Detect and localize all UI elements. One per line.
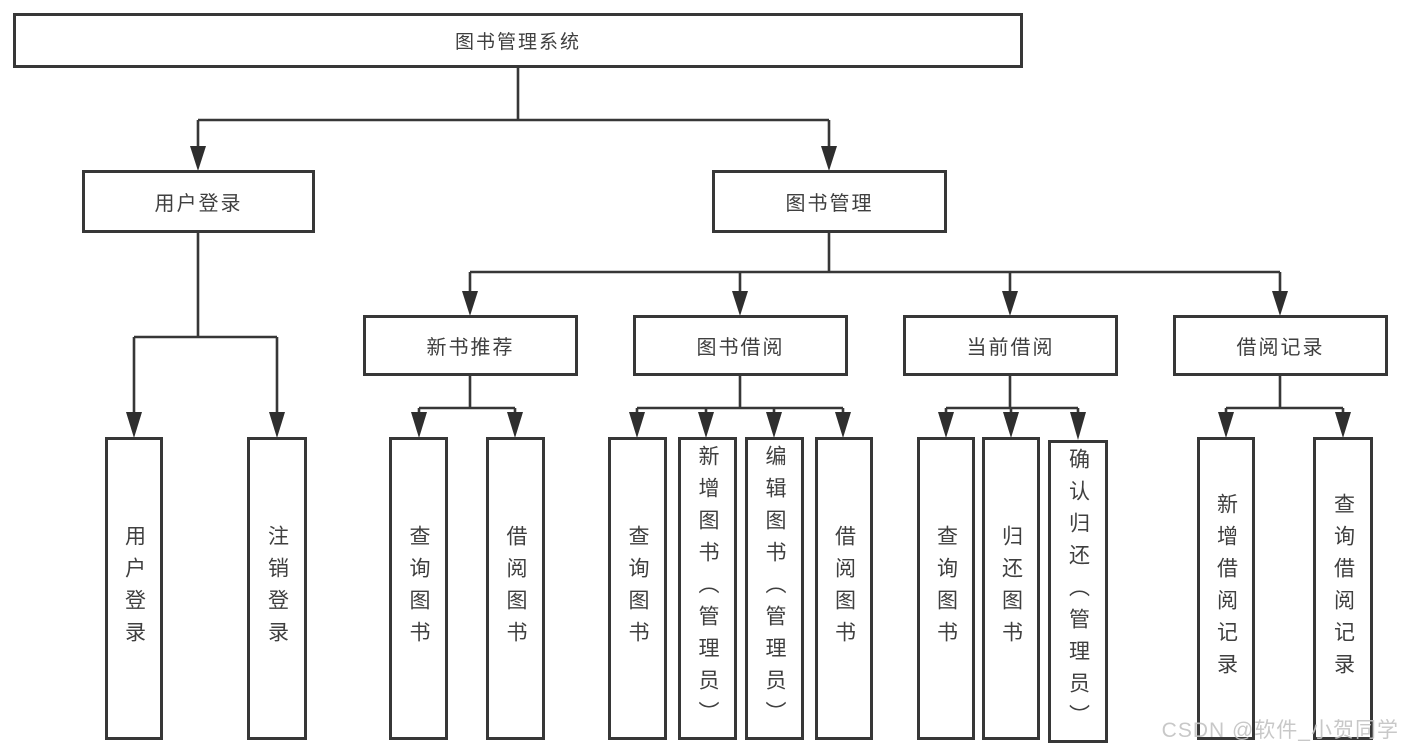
leaf-label: 编辑图书（管理员） [763,444,786,733]
leaf-query-books-current: 查询图书 [917,437,975,740]
leaf-add-books-admin: 新增图书（管理员） [678,437,737,740]
leaf-label: 查询借阅记录 [1331,492,1355,685]
node-label: 新书推荐 [426,337,515,359]
node-book-management: 图书管理 [712,170,947,233]
node-label: 借阅记录 [1236,337,1325,359]
leaf-label: 新增借阅记录 [1214,492,1238,685]
leaf-borrow-books-recommend: 借阅图书 [486,437,545,740]
leaf-return-books: 归还图书 [982,437,1040,740]
node-label: 用户登录 [154,193,243,215]
leaf-label: 借阅图书 [832,524,856,653]
leaf-label: 用户登录 [122,524,146,653]
node-new-book-recommendation: 新书推荐 [363,315,578,376]
node-library-management-system: 图书管理系统 [13,13,1023,68]
node-book-borrowing: 图书借阅 [633,315,848,376]
leaf-label: 查询图书 [934,524,958,653]
csdn-watermark: CSDN @软件_小贺同学 [1161,719,1399,742]
leaf-label: 确认归还（管理员） [1066,447,1090,736]
leaf-label: 归还图书 [999,524,1023,653]
leaf-query-borrow-record: 查询借阅记录 [1313,437,1373,740]
node-current-borrowing: 当前借阅 [903,315,1118,376]
leaf-user-login: 用户登录 [105,437,163,740]
leaf-label: 查询图书 [407,524,430,653]
node-user-login: 用户登录 [82,170,315,233]
leaf-confirm-return-admin: 确认归还（管理员） [1048,440,1108,743]
leaf-edit-books-admin: 编辑图书（管理员） [745,437,804,740]
leaf-label: 查询图书 [626,524,649,653]
node-borrowing-records: 借阅记录 [1173,315,1388,376]
node-label: 图书借阅 [696,337,785,359]
node-label: 图书管理 [785,193,874,215]
leaf-logout: 注销登录 [247,437,307,740]
leaf-label: 注销登录 [265,524,289,653]
leaf-borrow-books: 借阅图书 [815,437,873,740]
node-label: 当前借阅 [966,337,1055,359]
leaf-query-books-borrow: 查询图书 [608,437,667,740]
leaf-label: 新增图书（管理员） [696,444,719,733]
leaf-query-books-recommend: 查询图书 [389,437,448,740]
node-label: 图书管理系统 [454,32,581,53]
leaf-add-borrow-record: 新增借阅记录 [1197,437,1255,740]
leaf-label: 借阅图书 [504,524,527,653]
